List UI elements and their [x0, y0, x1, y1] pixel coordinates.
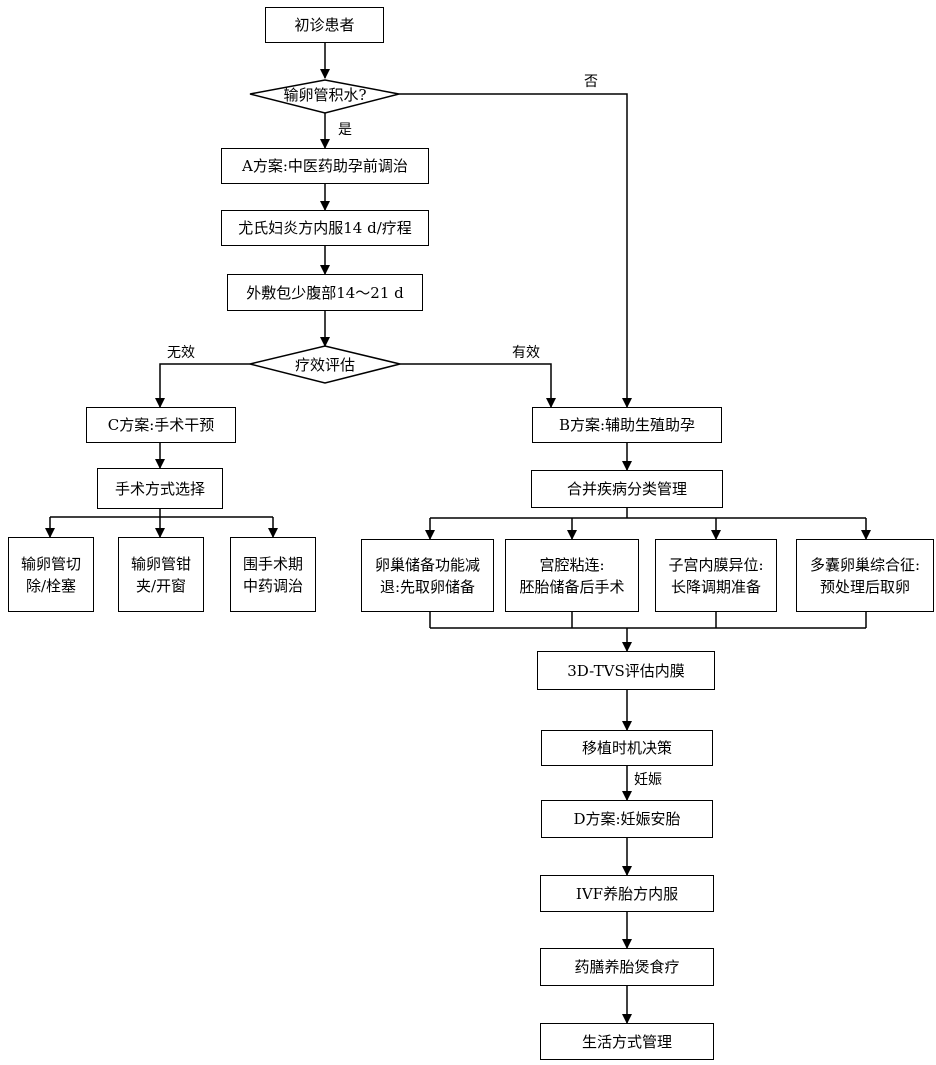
category-1-line1: 卵巢储备功能减 [374, 555, 480, 574]
plan-b-box: B方案:辅助生殖助孕 [532, 407, 722, 443]
category-3-line1: 子宫内膜异位: [668, 555, 764, 574]
category-2-line1: 宫腔粘连: [539, 555, 605, 574]
label-yes: 是 [338, 122, 352, 138]
label-ineffective: 无效 [167, 345, 195, 361]
surgery-option-perioperative: 围手术期中药调治 [230, 537, 316, 612]
surgery-option-1-line1: 输卵管切 [20, 554, 81, 573]
category-2-line2: 胚胎储备后手术 [519, 577, 625, 596]
category-pcos: 多囊卵巢综合征: 预处理后取卵 [796, 539, 934, 612]
surgery-option-2-line2: 夹/开窗 [135, 576, 187, 595]
category-1-line2: 退:先取卵储备 [379, 577, 476, 596]
transfer-timing-box: 移植时机决策 [541, 730, 713, 766]
decision-efficacy-text: 疗效评估 [295, 356, 355, 374]
comorbidity-box: 合并疾病分类管理 [531, 470, 723, 508]
category-ovarian-reserve: 卵巢储备功能减退:先取卵储备 [361, 539, 494, 612]
surgery-option-clipping: 输卵管钳夹/开窗 [118, 537, 204, 612]
surgery-choice-box: 手术方式选择 [97, 468, 223, 509]
plan-d-box: D方案:妊娠安胎 [541, 800, 713, 838]
plan-c-box: C方案:手术干预 [86, 407, 236, 443]
label-effective: 有效 [512, 345, 540, 361]
arrow-effective-to-plan-b [400, 363, 556, 408]
surgery-option-salpingectomy: 输卵管切除/栓塞 [8, 537, 94, 612]
category-endometriosis: 子宫内膜异位: 长降调期准备 [655, 539, 777, 612]
label-no: 否 [584, 74, 598, 90]
decision-hydrosalpinx-shape [249, 79, 400, 114]
decision-hydrosalpinx-text: 输卵管积水? [283, 86, 366, 104]
decision-efficacy-shape [249, 345, 401, 384]
category-4-line1: 多囊卵巢综合征: [809, 555, 921, 574]
youshi-formula-box: 尤氏妇炎方内服14 d/疗程 [221, 210, 429, 246]
label-pregnancy: 妊娠 [634, 772, 662, 788]
category-4-line2: 预处理后取卵 [819, 577, 910, 596]
category-3-line2: 长降调期准备 [670, 577, 761, 596]
surgery-option-2-line1: 输卵管钳 [130, 554, 191, 573]
surgery-option-3-line1: 围手术期 [242, 554, 303, 573]
tvs-assessment-box: 3D-TVS评估内膜 [537, 651, 715, 690]
initial-patient-box: 初诊患者 [265, 7, 384, 43]
surgery-option-1-line2: 除/栓塞 [25, 576, 77, 595]
ivf-formula-box: IVF养胎方内服 [540, 875, 714, 912]
lifestyle-box: 生活方式管理 [540, 1023, 714, 1060]
surgery-option-3-line2: 中药调治 [242, 576, 303, 595]
category-intrauterine-adhesion: 宫腔粘连: 胚胎储备后手术 [505, 539, 639, 612]
external-pack-box: 外敷包少腹部14～21 d [227, 274, 423, 311]
arrow-ineffective-to-plan-c [155, 363, 250, 408]
arrow-no-to-plan-b [399, 93, 632, 408]
plan-a-box: A方案:中医药助孕前调治 [221, 148, 429, 184]
medicinal-diet-box: 药膳养胎煲食疗 [540, 948, 714, 986]
